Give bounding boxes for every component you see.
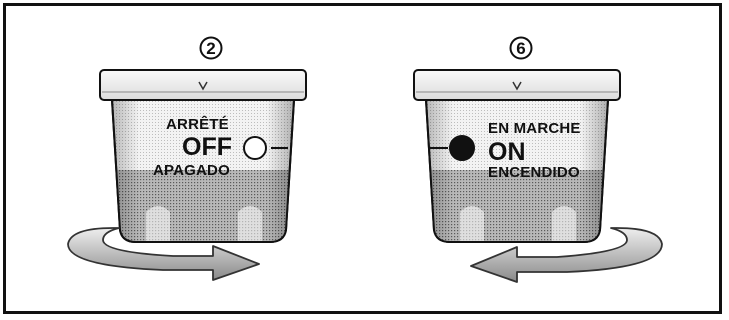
- on-label-french: EN MARCHE: [488, 120, 581, 137]
- knob-on[interactable]: EN MARCHE ON ENCENDIDO: [412, 62, 663, 283]
- step-6-marker: 6: [499, 36, 543, 60]
- on-label-english: ON: [488, 138, 526, 166]
- on-indicator-circle: [449, 135, 475, 161]
- step-2-number: 2: [206, 39, 215, 58]
- off-indicator-circle: [243, 136, 267, 160]
- off-label-english: OFF: [182, 133, 232, 161]
- off-label-spanish: APAGADO: [153, 162, 230, 179]
- rotate-clockwise-arrow: [67, 227, 260, 281]
- step-6-number: 6: [516, 39, 525, 58]
- rotate-counterclockwise-arrow: [470, 227, 663, 283]
- off-label-french: ARRÊTÉ: [166, 116, 229, 133]
- on-label-spanish: ENCENDIDO: [488, 164, 580, 181]
- step-2-marker: 2: [189, 36, 233, 60]
- knob-off[interactable]: ARRÊTÉ OFF APAGADO: [67, 62, 308, 282]
